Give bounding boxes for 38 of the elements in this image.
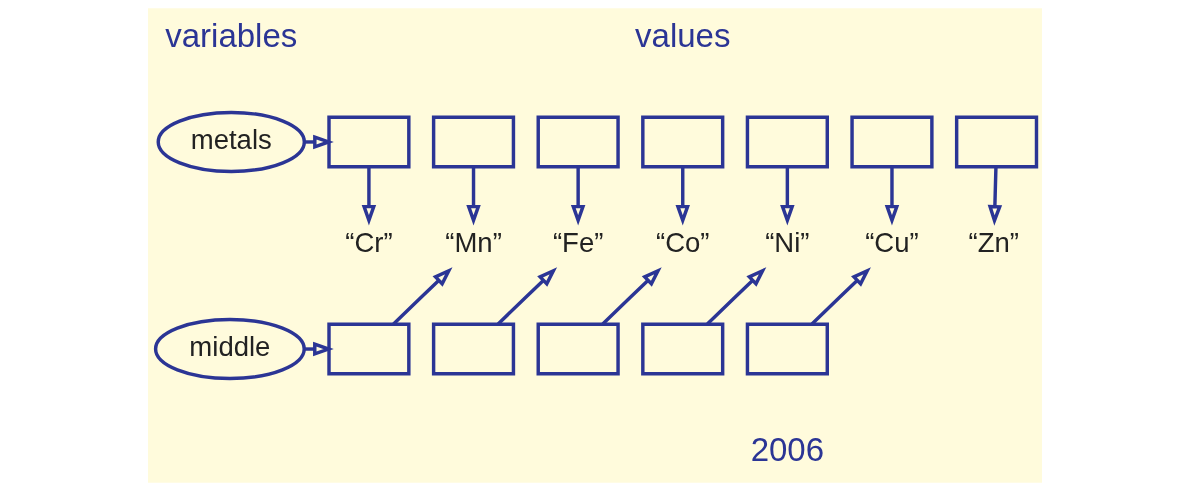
node-text: “Fe” — [552, 227, 604, 259]
node-ellipse: middle — [153, 317, 306, 381]
arrow — [496, 267, 558, 326]
node-box — [327, 115, 411, 169]
node-box — [954, 115, 1039, 169]
node-text: “Cr” — [345, 227, 393, 259]
node-box — [431, 322, 516, 376]
arrow — [884, 167, 900, 226]
arrow — [392, 267, 453, 326]
node-box — [641, 115, 725, 169]
arrow — [987, 167, 1003, 226]
arrow — [304, 341, 334, 357]
node-text: “Co” — [656, 227, 710, 259]
arrow — [780, 167, 795, 226]
arrow — [304, 134, 334, 150]
node-box — [431, 115, 516, 169]
label: variables — [165, 16, 298, 54]
node-box — [745, 115, 829, 169]
node-text: “Mn” — [445, 227, 502, 259]
arrow — [570, 167, 586, 226]
node-text: “Zn” — [968, 227, 1020, 259]
arrow — [361, 167, 377, 226]
arrow — [675, 167, 690, 226]
node-box — [327, 322, 411, 376]
node-box — [745, 322, 829, 376]
arrow — [466, 167, 481, 226]
arrow — [706, 267, 767, 326]
node-box — [536, 322, 620, 376]
node-box — [850, 115, 934, 169]
node-text: “Cu” — [865, 227, 919, 259]
arrow — [810, 267, 871, 326]
node-box — [536, 115, 620, 169]
node-text: “Ni” — [765, 227, 810, 259]
arrow — [601, 267, 662, 326]
node-ellipse: metals — [156, 110, 307, 174]
label: values — [635, 16, 731, 54]
node-box — [641, 322, 725, 376]
label: 2006 — [750, 431, 825, 469]
